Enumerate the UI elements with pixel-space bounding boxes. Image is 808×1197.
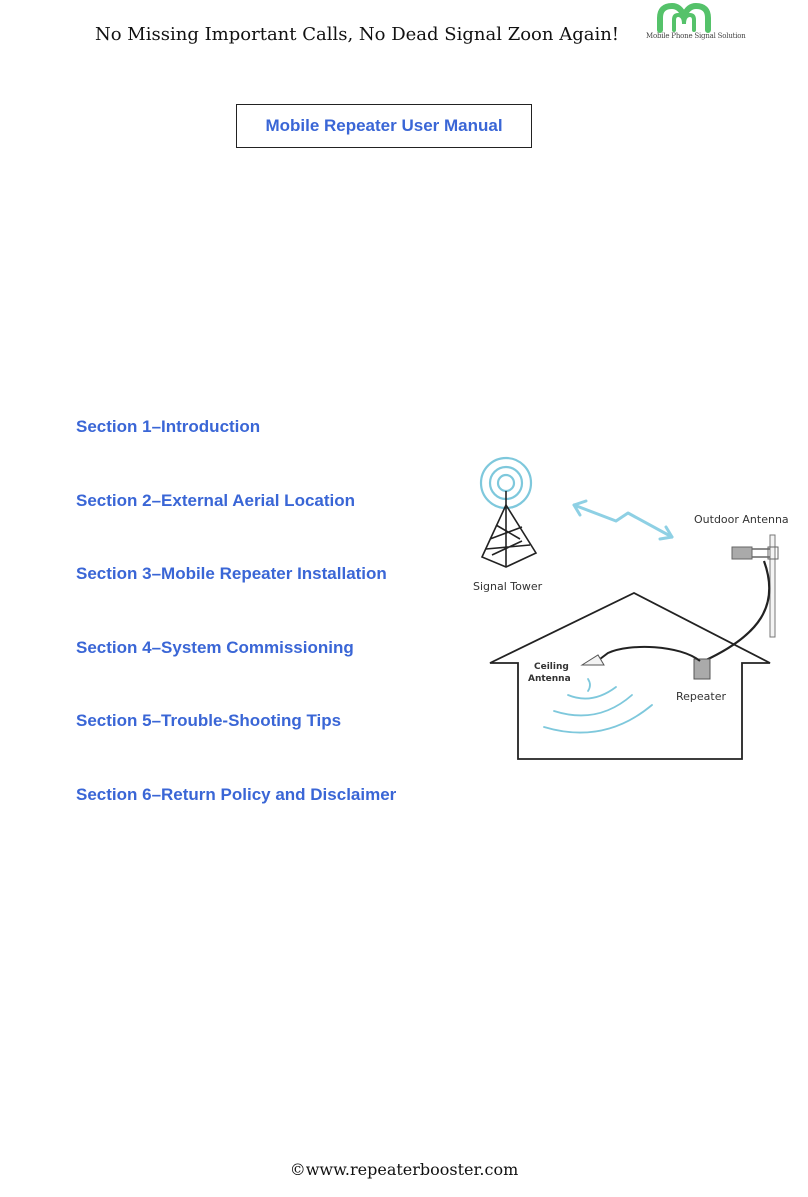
signal-tower-label: Signal Tower [473,580,543,593]
toc-item-section-3[interactable]: Section 3–Mobile Repeater Installation [76,564,387,584]
document-title: Mobile Repeater User Manual [265,116,503,135]
outdoor-antenna-icon [731,534,779,638]
footer-copyright: ©www.repeaterbooster.com [289,1160,519,1179]
document-title-box: Mobile Repeater User Manual [236,104,532,148]
brand-logo [640,2,730,46]
toc-item-section-2[interactable]: Section 2–External Aerial Location [76,490,356,510]
table-of-contents: Section 1–Introduction Section 2–Externa… [76,417,396,859]
repeater-label: Repeater [676,690,726,703]
ceiling-antenna-label-line1: Ceiling [534,662,569,672]
outdoor-antenna-label: Outdoor Antenna [694,513,789,526]
indoor-cable [599,645,701,662]
signal-tower-icon [480,491,538,568]
toc-item-section-6[interactable]: Section 6–Return Policy and Disclaimer [76,784,397,804]
toc-item-section-5[interactable]: Section 5–Trouble-Shooting Tips [76,711,342,731]
header-tagline: No Missing Important Calls, No Dead Sign… [95,24,620,45]
logo-mark-icon [657,2,711,33]
ceiling-antenna-label-line2: Antenna [528,674,571,684]
repeater-unit-icon [693,658,711,680]
toc-item-section-1[interactable]: Section 1–Introduction [76,417,261,436]
signal-link-arrow-icon [572,499,674,541]
toc-item-section-4[interactable]: Section 4–System Commissioning [76,637,354,657]
antenna-cable [703,560,771,662]
indoor-coverage-waves-icon [543,678,653,734]
logo-caption: Mobile Phone Signal Solution [646,32,746,40]
ceiling-antenna-icon [580,654,605,666]
house-outline [489,591,771,760]
repeater-installation-diagram: Signal Tower Outdoor Antenna Repeater Ce… [473,456,789,760]
